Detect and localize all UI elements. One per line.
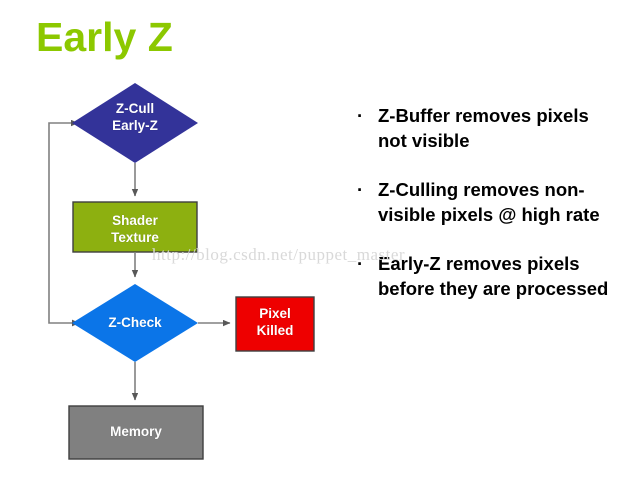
bullet-text-3: Early-Z removes pixels before they are p…: [378, 253, 609, 299]
node-pixel-killed[interactable]: [235, 296, 315, 352]
flowchart-svg: [48, 83, 315, 460]
bullet-text-2: Z-Culling removes non-visible pixels @ h…: [378, 179, 600, 225]
flowchart-diagram: Z-Cull Early-Z Shader Texture Z-Check Pi…: [48, 83, 315, 460]
bullet-item-2: · Z-Culling removes non-visible pixels @…: [352, 177, 618, 227]
bullet-marker-icon: ·: [357, 179, 364, 200]
page-title: Early Z: [36, 14, 173, 60]
bullet-marker-icon: ·: [357, 105, 364, 126]
bullet-item-1: · Z-Buffer removes pixels not visible: [352, 103, 618, 153]
node-memory[interactable]: [68, 405, 204, 460]
node-z-cull[interactable]: [72, 83, 198, 163]
node-shader-texture[interactable]: [72, 201, 198, 253]
bullet-list: · Z-Buffer removes pixels not visible · …: [352, 103, 618, 301]
node-z-check[interactable]: [72, 284, 198, 362]
bullet-text-1: Z-Buffer removes pixels not visible: [378, 105, 589, 151]
bullet-marker-icon: ·: [357, 253, 364, 274]
bullet-item-3: · Early-Z removes pixels before they are…: [352, 251, 618, 301]
